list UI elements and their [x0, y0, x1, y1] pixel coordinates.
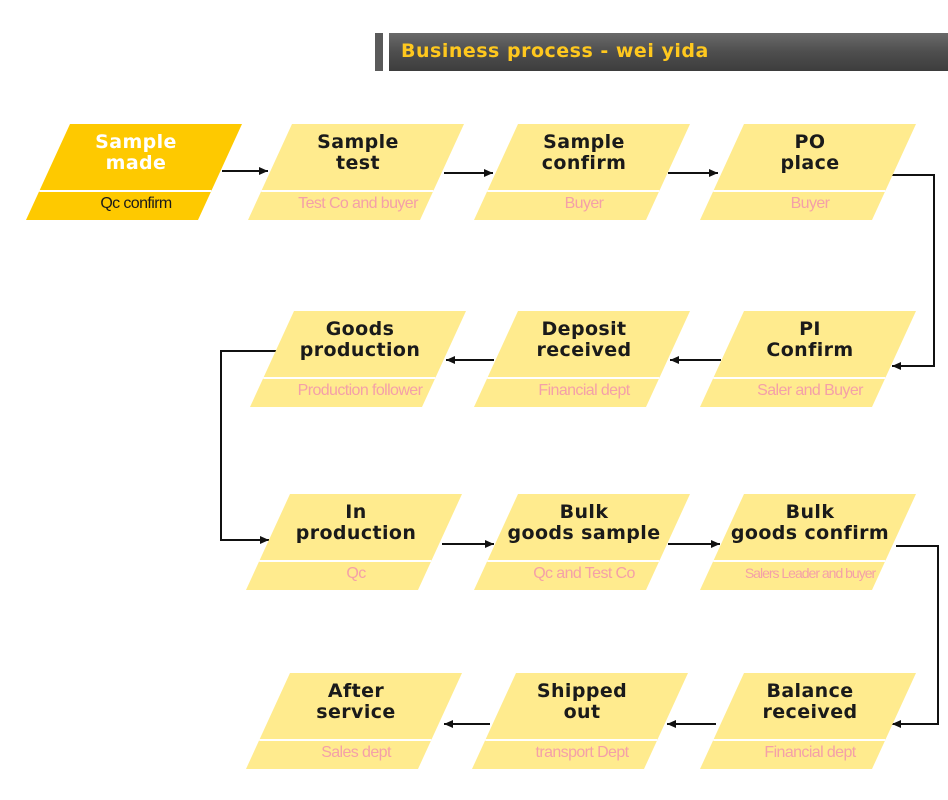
arrow-po-place-to-pi-confirm: [888, 174, 935, 370]
step-sample-made: Sample made Qc confirm: [26, 124, 246, 220]
step-bulk-goods-sample: Bulk goods sample Qc and Test Co: [474, 494, 694, 590]
arrow-bulk-goods-confirm-to-balance-received: [892, 545, 939, 728]
step-responsible: transport Dept: [535, 744, 630, 761]
step-responsible: Salers Leader and buyer: [744, 565, 876, 581]
step-title: Bulk goods confirm: [730, 501, 890, 544]
step-shipped-out: Shipped out transport Dept: [472, 673, 692, 769]
step-responsible: Buyer: [564, 195, 604, 212]
step-shape: [700, 311, 916, 407]
arrow-goods-production-to-in-production: [220, 350, 278, 544]
step-shape: [700, 494, 916, 590]
step-responsible: Qc: [346, 565, 366, 582]
step-responsible: Qc and Test Co: [533, 565, 635, 582]
step-parallelogram: [474, 311, 690, 407]
step-title: Bulk goods sample: [507, 501, 661, 544]
header-banner-accent: [375, 33, 383, 71]
step-shape: [250, 311, 466, 407]
step-shape: [246, 673, 462, 769]
step-parallelogram: [700, 311, 916, 407]
step-shape: [474, 311, 690, 407]
step-responsible: Test Co and buyer: [298, 195, 418, 212]
step-parallelogram: [474, 124, 690, 220]
step-shape: [26, 124, 242, 220]
step-parallelogram: [472, 673, 688, 769]
step-responsible: Qc confirm: [100, 195, 172, 212]
step-parallelogram: [700, 673, 916, 769]
step-responsible: Buyer: [790, 195, 830, 212]
step-responsible: Saler and Buyer: [757, 382, 863, 399]
step-title: After service: [316, 680, 396, 723]
step-responsible: Financial dept: [764, 744, 856, 761]
step-parallelogram: [250, 311, 466, 407]
step-title: In production: [295, 501, 417, 544]
step-parallelogram: [26, 124, 242, 220]
step-shape: [474, 124, 690, 220]
step-responsible: Sales dept: [321, 744, 391, 761]
step-title: PI Confirm: [766, 318, 854, 361]
step-parallelogram: [246, 673, 462, 769]
step-parallelogram: [248, 124, 464, 220]
header-banner: Business process - wei yida: [389, 33, 948, 71]
step-shape: [474, 494, 690, 590]
step-title: Sample test: [317, 131, 399, 174]
step-title: Balance received: [762, 680, 858, 723]
step-parallelogram: [700, 124, 916, 220]
step-shape: [246, 494, 462, 590]
step-shape: [472, 673, 688, 769]
step-shape: [248, 124, 464, 220]
step-title: PO place: [780, 131, 840, 174]
step-responsible: Financial dept: [538, 382, 630, 399]
step-responsible: Production follower: [297, 382, 423, 399]
step-shape: [700, 673, 916, 769]
step-title: Sample made: [95, 131, 177, 174]
step-title: Goods production: [299, 318, 421, 361]
step-parallelogram: [700, 494, 916, 590]
step-shape: [700, 124, 916, 220]
page-title: Business process - wei yida: [401, 40, 709, 62]
step-title: Deposit received: [536, 318, 632, 361]
step-title: Sample confirm: [541, 131, 627, 174]
step-title: Shipped out: [536, 680, 628, 723]
step-parallelogram: [246, 494, 462, 590]
step-parallelogram: [474, 494, 690, 590]
